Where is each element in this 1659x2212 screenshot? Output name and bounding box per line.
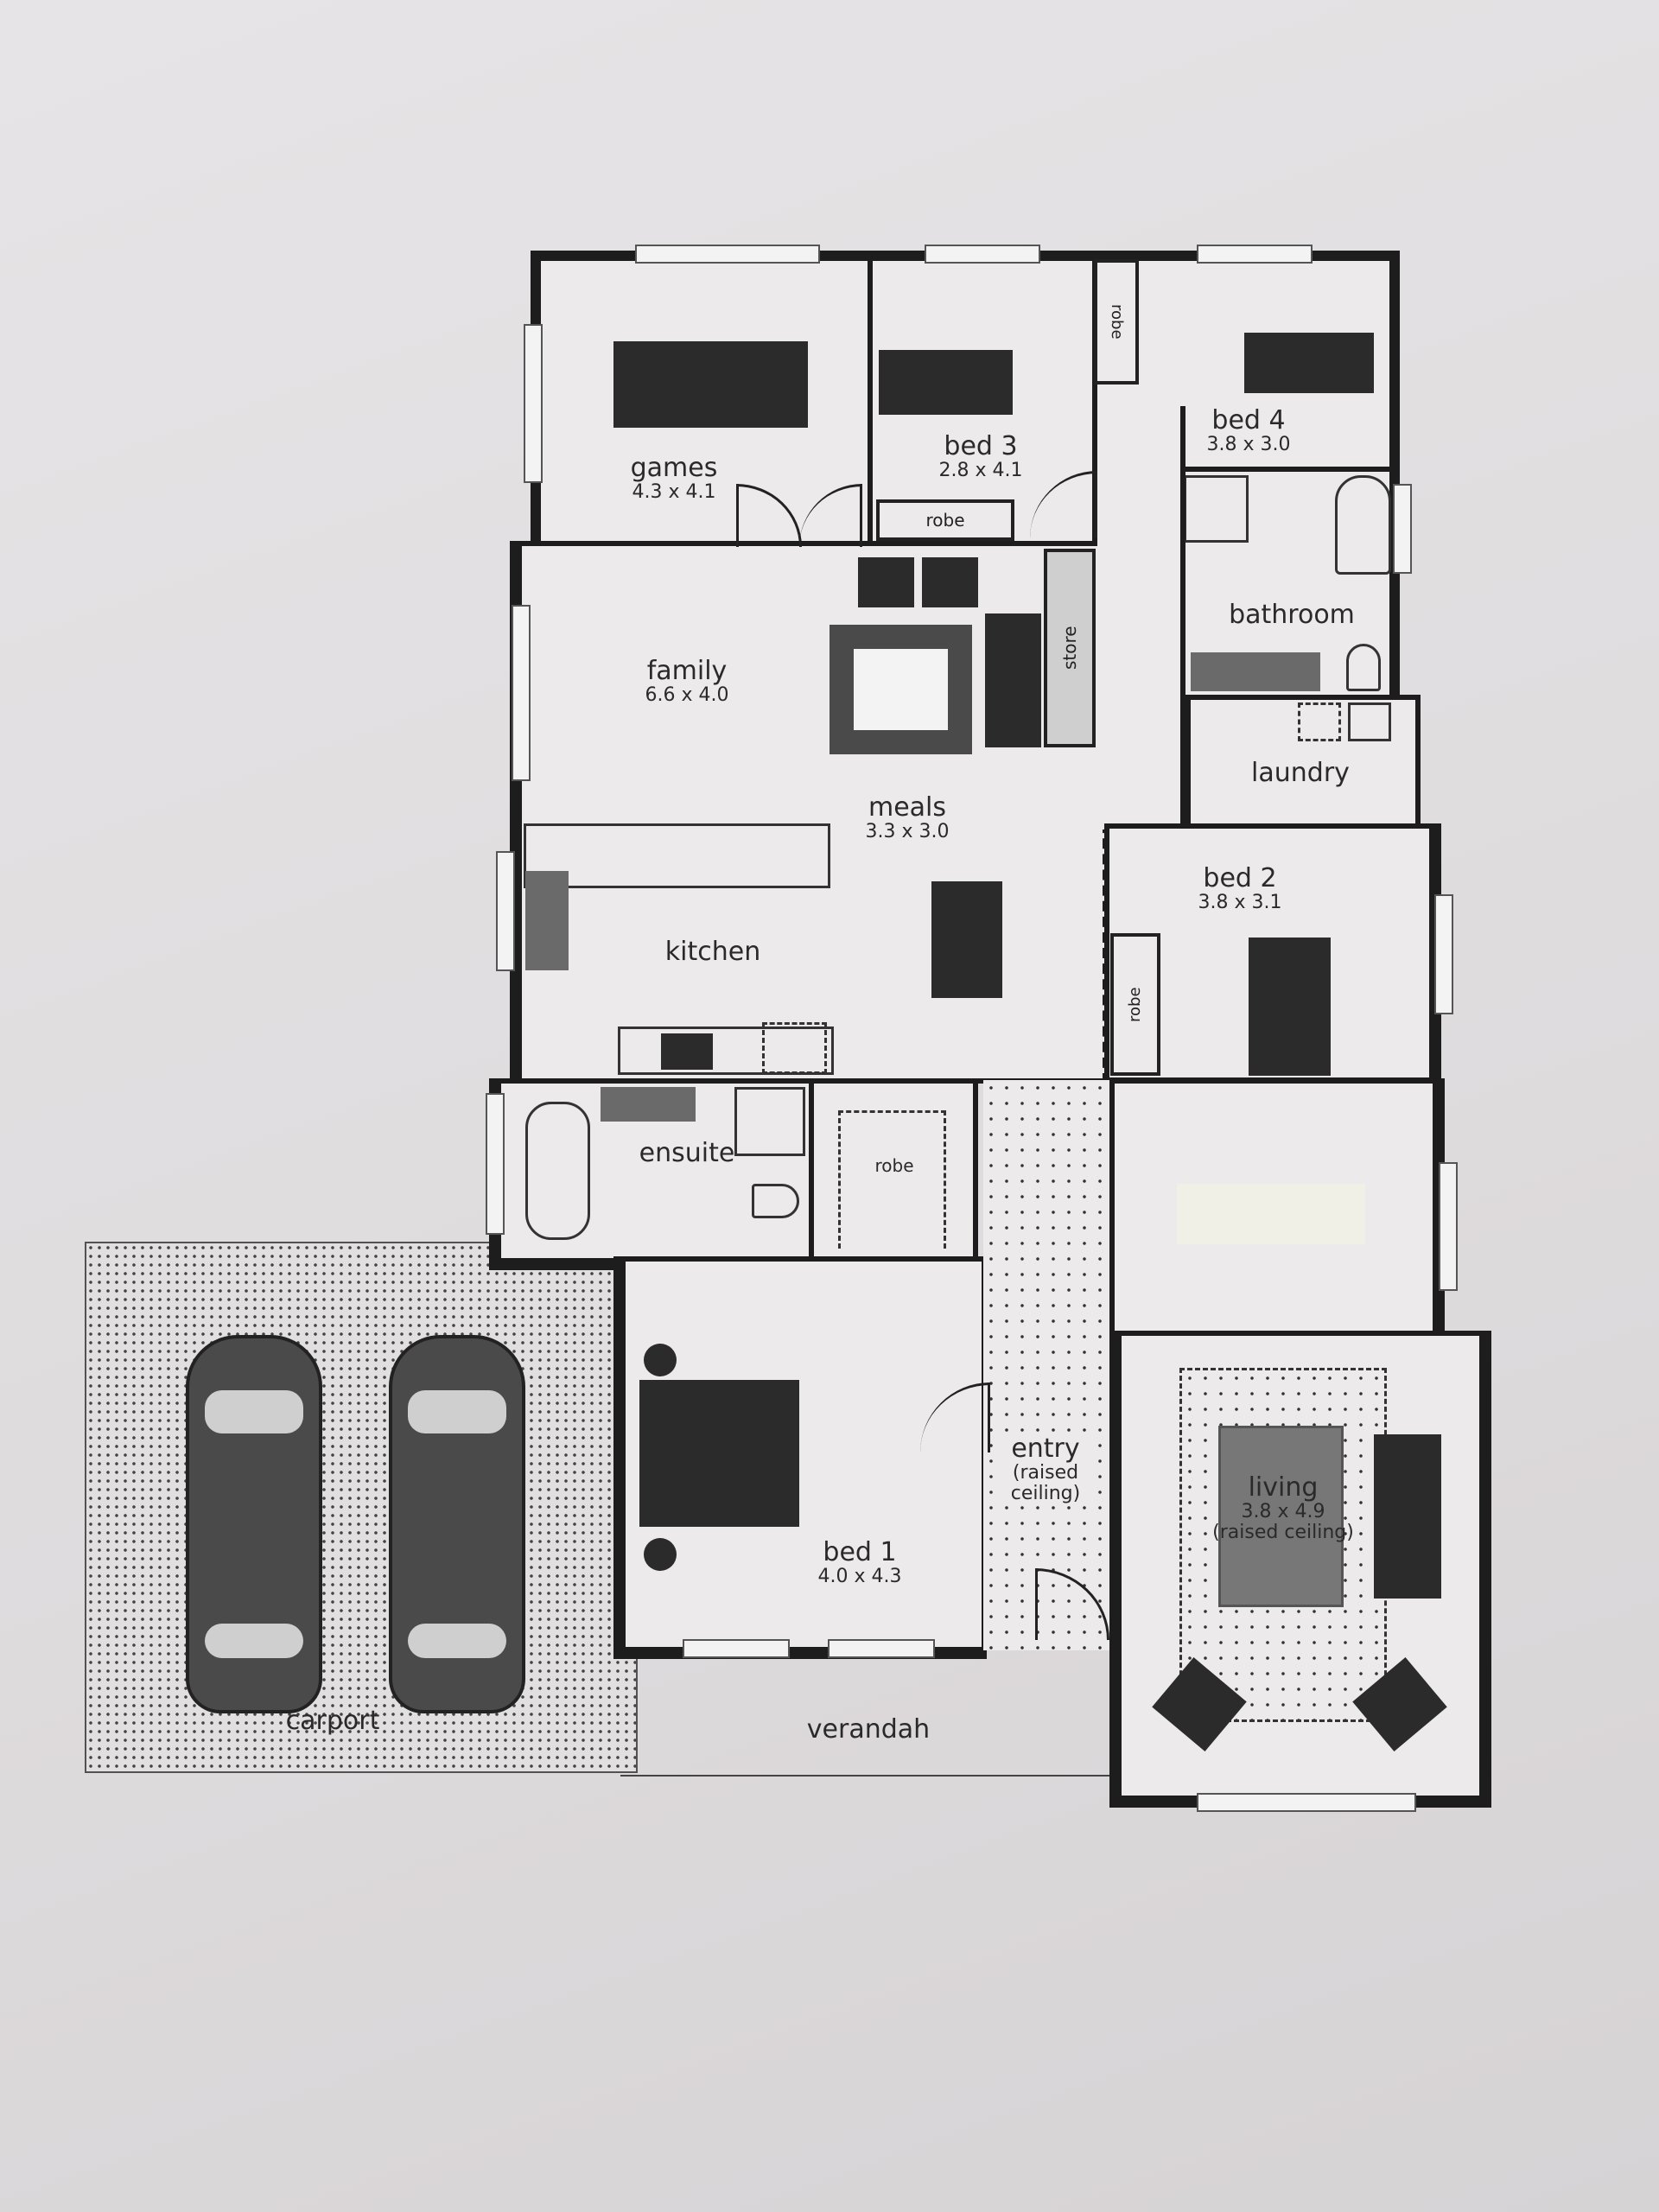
kitchen-label: kitchen [664, 937, 761, 967]
meals-name: meals [868, 792, 947, 823]
bed2-name: bed 2 [1203, 863, 1277, 893]
bedside-lamp-icon [644, 1344, 677, 1376]
toilet-icon [1346, 644, 1381, 691]
hallway [1097, 406, 1185, 830]
cooktop-icon [618, 1027, 834, 1075]
living-name: living [1248, 1472, 1319, 1503]
shower-icon [734, 1087, 805, 1156]
window [828, 1639, 935, 1658]
entry-label: entry(raised ceiling) [994, 1433, 1097, 1505]
robe-bed2: robe [1110, 933, 1160, 1076]
window [1434, 894, 1453, 1014]
shower-icon [1184, 475, 1249, 543]
robe-bed4: robe [1094, 259, 1139, 385]
bed3-name: bed 3 [944, 431, 1018, 461]
robe-label: robe [1108, 304, 1126, 340]
washer-icon [1298, 702, 1341, 741]
carport-label: carport [285, 1706, 380, 1736]
bed2-dim: 3.8 x 3.1 [1198, 892, 1282, 913]
window [1439, 1162, 1458, 1291]
carport-area [85, 1242, 638, 1773]
entry-note: (raised ceiling) [1010, 1462, 1081, 1505]
pool-table-icon [613, 341, 808, 428]
armchair-icon [858, 557, 914, 607]
bed-icon [879, 350, 1013, 415]
window [486, 1093, 505, 1235]
living-dim: 3.8 x 4.9 [1241, 1501, 1325, 1522]
fridge-icon [762, 1022, 827, 1074]
window [1197, 1793, 1416, 1812]
robe-bed1 [809, 1078, 978, 1262]
sofa-icon [985, 613, 1041, 747]
rug-icon [830, 625, 972, 754]
verandah-outline [620, 1651, 1115, 1777]
bed-icon [1249, 938, 1331, 1076]
room-entry [983, 1080, 1115, 1650]
bed4-dim: 3.8 x 3.0 [1206, 434, 1291, 455]
robe-label: robe [925, 510, 965, 531]
living-note: (raised ceiling) [1212, 1522, 1354, 1544]
robe-label: robe [874, 1155, 914, 1176]
bathtub-icon [525, 1102, 590, 1240]
toilet-icon [752, 1184, 799, 1218]
bathroom-label: bathroom [1229, 600, 1355, 630]
bed-icon [639, 1380, 799, 1527]
vanity-icon [601, 1087, 696, 1122]
room-laundry [1185, 695, 1421, 829]
family-name: family [646, 656, 728, 686]
bed3-dim: 2.8 x 4.1 [938, 460, 1023, 481]
window [1393, 484, 1412, 574]
robe-bed3: robe [876, 499, 1014, 541]
window [635, 245, 820, 264]
laundry-label: laundry [1251, 758, 1350, 788]
verandah-label: verandah [806, 1714, 931, 1745]
cooktop-burners-icon [661, 1033, 713, 1070]
sofa-icon [1374, 1434, 1441, 1599]
window [496, 851, 515, 971]
window [925, 245, 1040, 264]
tape-mark [1177, 1184, 1365, 1244]
store-label: store [1059, 626, 1080, 671]
store: store [1044, 549, 1096, 747]
vanity-icon [1191, 652, 1320, 691]
bed1-name: bed 1 [823, 1537, 897, 1567]
bathtub-icon [1335, 475, 1391, 575]
games-dim: 4.3 x 4.1 [632, 481, 716, 503]
coffee-table-icon [1218, 1426, 1344, 1607]
dining-table-icon [931, 881, 1002, 998]
window [1197, 245, 1313, 264]
kitchen-bench [524, 823, 830, 888]
bed-icon [1244, 333, 1374, 393]
bed4-name: bed 4 [1211, 405, 1286, 435]
robe-label: robe [1126, 987, 1144, 1022]
robe-shelf [838, 1110, 946, 1249]
family-dim: 6.6 x 4.0 [645, 684, 729, 706]
meals-dim: 3.3 x 3.0 [865, 821, 950, 842]
window [524, 324, 543, 483]
sink-icon [1348, 702, 1391, 741]
window [683, 1639, 790, 1658]
bed1-dim: 4.0 x 4.3 [817, 1566, 902, 1587]
kitchen-sink-icon [525, 871, 569, 970]
armchair-icon [922, 557, 978, 607]
games-name: games [630, 453, 718, 483]
car-icon [389, 1335, 525, 1713]
window [512, 605, 531, 781]
entry-name: entry [1011, 1433, 1080, 1464]
car-icon [186, 1335, 322, 1713]
bedside-lamp-icon [644, 1538, 677, 1571]
ensuite-label: ensuite [639, 1138, 735, 1168]
